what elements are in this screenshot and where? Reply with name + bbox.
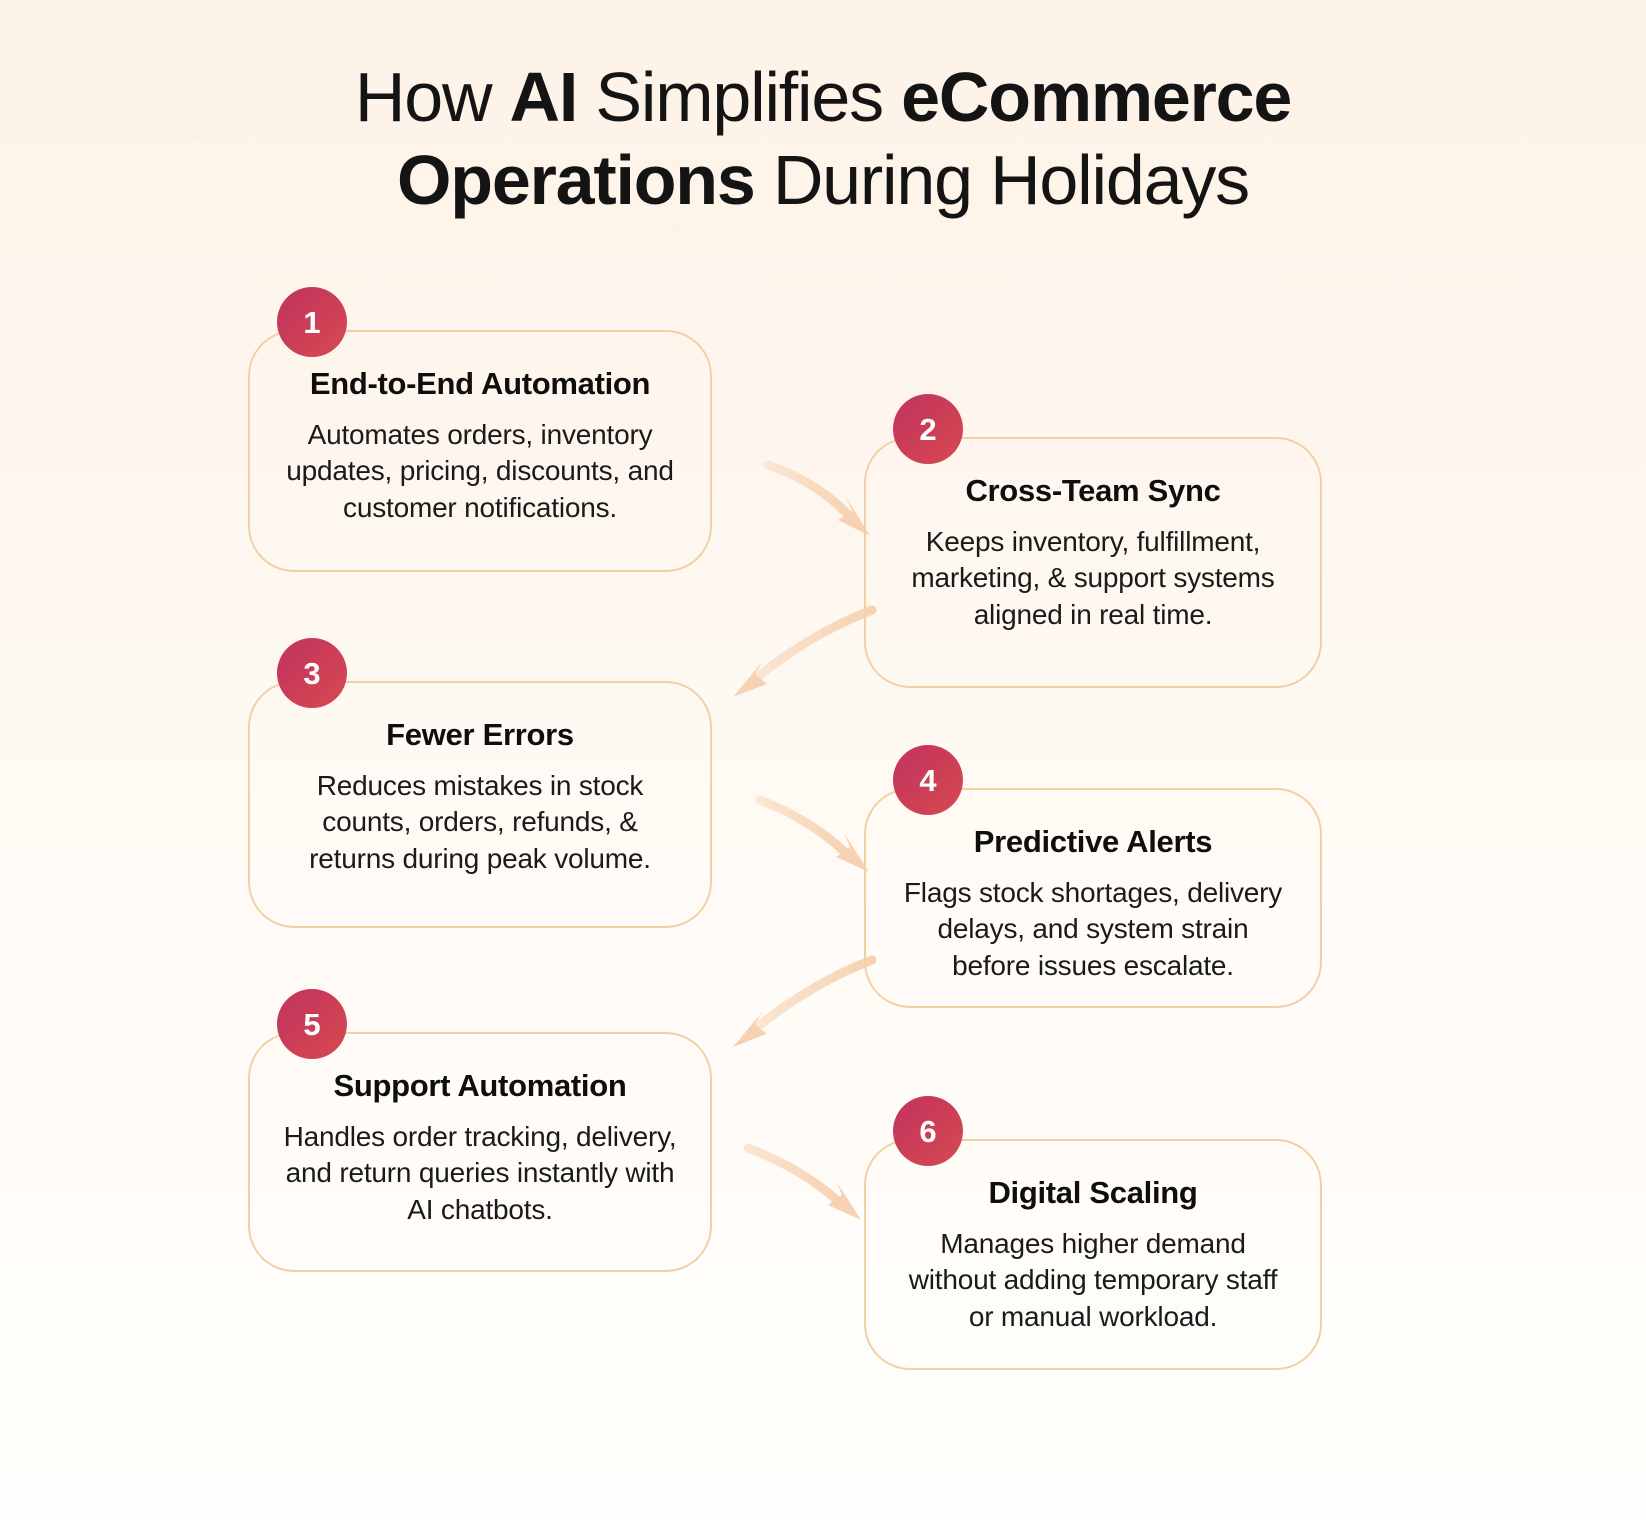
- step-badge-4: 4: [893, 745, 963, 815]
- step-title: Digital Scaling: [988, 1175, 1198, 1210]
- step-card-5[interactable]: Support Automation Handles order trackin…: [248, 1032, 712, 1272]
- step-badge-2: 2: [893, 394, 963, 464]
- arrow-2-to-3: [733, 605, 877, 697]
- step-number: 4: [919, 762, 937, 798]
- title-segment-ai: AI: [509, 58, 579, 136]
- step-title: Fewer Errors: [386, 717, 574, 752]
- step-card-2[interactable]: Cross-Team Sync Keeps inventory, fulfill…: [864, 437, 1322, 688]
- step-description: Manages higher demand without adding tem…: [908, 1228, 1278, 1332]
- step-description: Handles order tracking, delivery, and re…: [283, 1121, 677, 1225]
- step-description: Reduces mistakes in stock counts, orders…: [309, 770, 651, 874]
- step-badge-5: 5: [277, 989, 347, 1059]
- step-card-6[interactable]: Digital Scaling Manages higher demand wi…: [864, 1139, 1322, 1370]
- step-card-1[interactable]: End-to-End Automation Automates orders, …: [248, 330, 712, 572]
- step-number: 6: [919, 1113, 937, 1149]
- arrow-5-to-6: [743, 1143, 861, 1220]
- step-card-4[interactable]: Predictive Alerts Flags stock shortages,…: [864, 788, 1322, 1008]
- title-segment-ecommerce: eCommerce: [901, 58, 1292, 136]
- step-badge-6: 6: [893, 1096, 963, 1166]
- arrow-1-to-2: [763, 460, 870, 536]
- step-card-3[interactable]: Fewer Errors Reduces mistakes in stock c…: [248, 681, 712, 928]
- title-segment-how: How: [354, 58, 510, 136]
- step-number: 5: [303, 1006, 321, 1042]
- step-number: 2: [919, 411, 937, 447]
- arrow-4-to-5: [733, 955, 877, 1047]
- step-description: Keeps inventory, fulfillment, marketing,…: [911, 526, 1275, 630]
- step-title: Predictive Alerts: [973, 824, 1213, 859]
- title-segment-simplifies: Simplifies: [577, 58, 902, 136]
- arrow-3-to-4: [755, 795, 869, 872]
- step-title: End-to-End Automation: [309, 366, 651, 401]
- step-number: 3: [303, 655, 321, 691]
- step-description: Automates orders, inventory updates, pri…: [286, 419, 674, 523]
- step-number: 1: [303, 304, 321, 340]
- step-title: Cross-Team Sync: [965, 473, 1221, 508]
- step-badge-1: 1: [277, 287, 347, 357]
- step-badge-3: 3: [277, 638, 347, 708]
- title-segment-during-holidays: During Holidays: [754, 140, 1250, 219]
- title-segment-operations: Operations: [397, 140, 756, 219]
- step-description: Flags stock shortages, delivery delays, …: [903, 877, 1283, 981]
- step-title: Support Automation: [333, 1068, 627, 1103]
